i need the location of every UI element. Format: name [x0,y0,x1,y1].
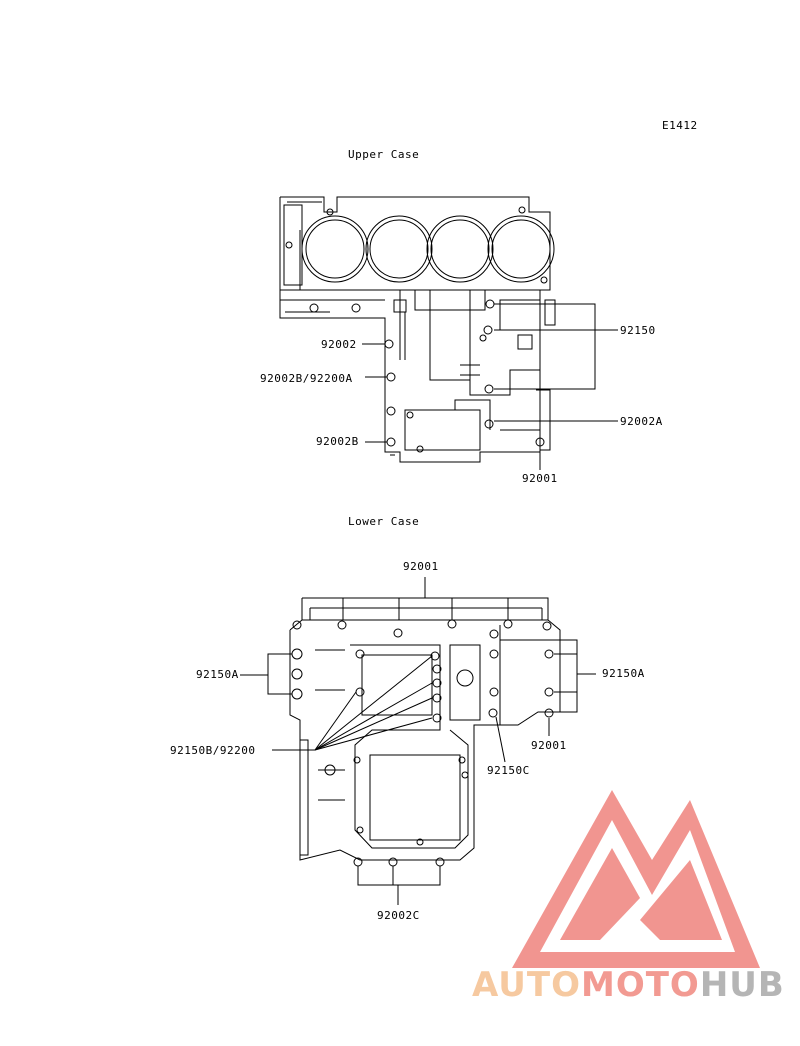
label-92150c: 92150C [487,764,530,777]
label-92150a-left: 92150A [196,668,239,681]
upper-case-title: Upper Case [348,148,420,161]
lower-case-drawing [240,577,596,905]
figure-code: E1412 [662,119,698,132]
label-92002: 92002 [321,338,357,351]
watermark-auto: AUTO [472,965,581,1005]
label-92002c: 92002C [377,909,420,922]
label-92002b: 92002B [316,435,359,448]
label-92001-lower-right: 92001 [531,739,567,752]
label-92150a-right: 92150A [602,667,645,680]
watermark-hub: HUB [699,965,785,1005]
label-92002a: 92002A [620,415,663,428]
watermark-moto: MOTO [580,965,700,1005]
label-92150b-92200: 92150B/92200 [170,744,256,757]
label-92150: 92150 [620,324,656,337]
label-92001-lower-top: 92001 [403,560,439,573]
upper-case-drawing [279,196,618,470]
label-92002b-92200a: 92002B/92200A [260,372,353,385]
lower-case-title: Lower Case [348,515,420,528]
watermark-text: AUTOMOTOHUB [472,967,785,1003]
watermark-logo [512,790,760,968]
label-92001-upper: 92001 [522,472,558,485]
